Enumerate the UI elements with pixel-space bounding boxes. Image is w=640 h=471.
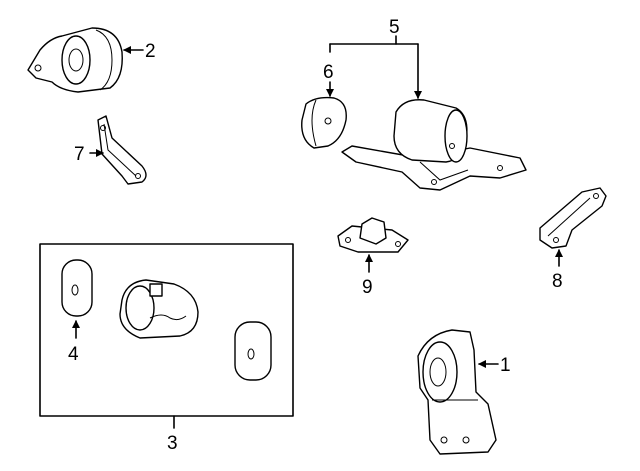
part-transmission-mount[interactable] bbox=[341, 99, 527, 191]
callout-3: 3 bbox=[167, 433, 178, 454]
part-3-mount[interactable] bbox=[119, 279, 199, 339]
callout-4: 4 bbox=[68, 344, 79, 365]
callout-1: 1 bbox=[500, 355, 511, 376]
callout-5-leader bbox=[329, 35, 422, 99]
callout-9: 9 bbox=[362, 277, 373, 298]
callout-2: 2 bbox=[145, 41, 156, 62]
callout-7: 7 bbox=[74, 144, 85, 165]
part-8-bracket[interactable] bbox=[539, 187, 607, 249]
part-2-mount[interactable] bbox=[27, 27, 123, 93]
part-3-spacer[interactable] bbox=[234, 321, 272, 381]
item-3-group-box bbox=[39, 243, 294, 417]
part-6-insulator[interactable] bbox=[301, 96, 347, 149]
part-1-mount[interactable] bbox=[417, 329, 497, 455]
callout-8: 8 bbox=[552, 271, 563, 292]
callout-5: 5 bbox=[389, 17, 400, 38]
part-7-bracket[interactable] bbox=[97, 115, 147, 185]
callout-6: 6 bbox=[323, 62, 334, 83]
part-9-pad[interactable] bbox=[337, 217, 409, 253]
part-4-spacer[interactable] bbox=[61, 259, 93, 317]
